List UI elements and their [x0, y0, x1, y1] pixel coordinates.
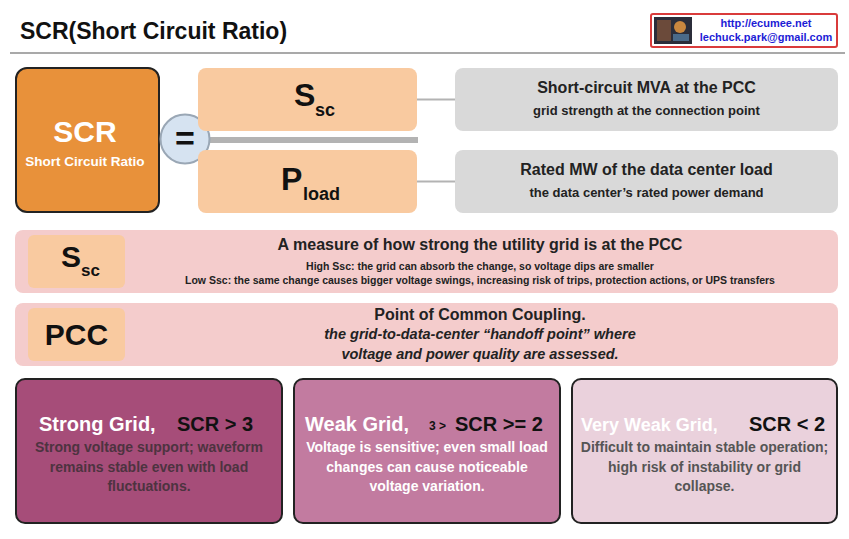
definition-box: Short-circuit MVA at the PCC grid strengt… [455, 68, 838, 131]
band-heading: A measure of how strong the utility grid… [125, 235, 835, 255]
connector-line [417, 181, 455, 183]
scr-subtitle: Short Circuit Ratio [17, 153, 153, 171]
term-box: PCC [28, 308, 125, 361]
explanation-band: A measure of how strong the utility grid… [15, 230, 838, 293]
explanation-band: Point of Common Coupling.the grid-to-dat… [15, 303, 838, 366]
term-box: Ssc [28, 235, 125, 288]
class-bound: 3 > [429, 418, 446, 434]
symbol-subscript: sc [315, 99, 335, 121]
numerator-box: Ssc [198, 68, 417, 131]
symbol-main: S [61, 239, 81, 275]
symbol-main: S [294, 76, 315, 114]
symbol-subscript: sc [81, 261, 100, 281]
class-description: Strong voltage support; waveform remains… [23, 438, 275, 497]
header-rule [10, 52, 845, 54]
symbol-subscript: load [303, 183, 340, 205]
grid-class-box: Strong Grid, SCR > 3Strong voltage suppor… [15, 378, 283, 524]
class-condition: SCR >= 2 [455, 412, 543, 436]
class-condition: SCR > 3 [177, 412, 253, 436]
class-name: Very Weak Grid, [581, 413, 718, 437]
band-note: Low Ssc: the same change causes bigger v… [125, 273, 835, 287]
grid-class-box: Very Weak Grid, SCR < 2Difficult to maint… [571, 378, 838, 524]
band-heading: Point of Common Coupling. [125, 305, 835, 324]
url-text: http://ecumee.net [696, 16, 836, 31]
logo-figure [657, 20, 671, 41]
logo-frame [654, 17, 692, 44]
symbol-main: P [281, 160, 302, 198]
term-label: PCC [28, 317, 125, 353]
class-name: Weak Grid, [305, 412, 409, 436]
logo-figure [674, 21, 686, 33]
band-note: the grid-to-data-center “handoff point” … [265, 324, 695, 364]
definition-heading: Short-circuit MVA at the PCC [455, 78, 838, 98]
definition-note: the data center’s rated power demand [455, 184, 838, 201]
definition-box: Rated MW of the data center load the data… [455, 150, 838, 213]
grid-class-box: Weak Grid, 3 > SCR >= 2Voltage is sensitiv… [293, 378, 561, 524]
definition-note: grid strength at the connection point [455, 102, 838, 119]
scr-heading: SCR [17, 114, 153, 150]
class-description: Voltage is sensitive; even small load ch… [301, 438, 553, 497]
class-description: Difficult to maintain stable operation; … [579, 438, 830, 497]
definition-heading: Rated MW of the data center load [455, 160, 838, 180]
denominator-box: Pload [198, 150, 417, 213]
logo-picture [654, 17, 692, 44]
class-name: Strong Grid, [39, 412, 156, 436]
class-condition: SCR < 2 [749, 412, 825, 436]
page-title: SCR(Short Circuit Ratio) [20, 16, 287, 46]
connector-line [417, 99, 455, 101]
email-text: lechuck.park@gmail.com [696, 30, 836, 45]
scr-box: SCR Short Circuit Ratio [15, 67, 160, 213]
logo-box: http://ecumee.netlechuck.park@gmail.com [650, 13, 838, 48]
fraction-bar [205, 137, 418, 143]
logo-figure [673, 34, 689, 41]
band-note: High Ssc: the grid can absorb the change… [125, 259, 835, 273]
